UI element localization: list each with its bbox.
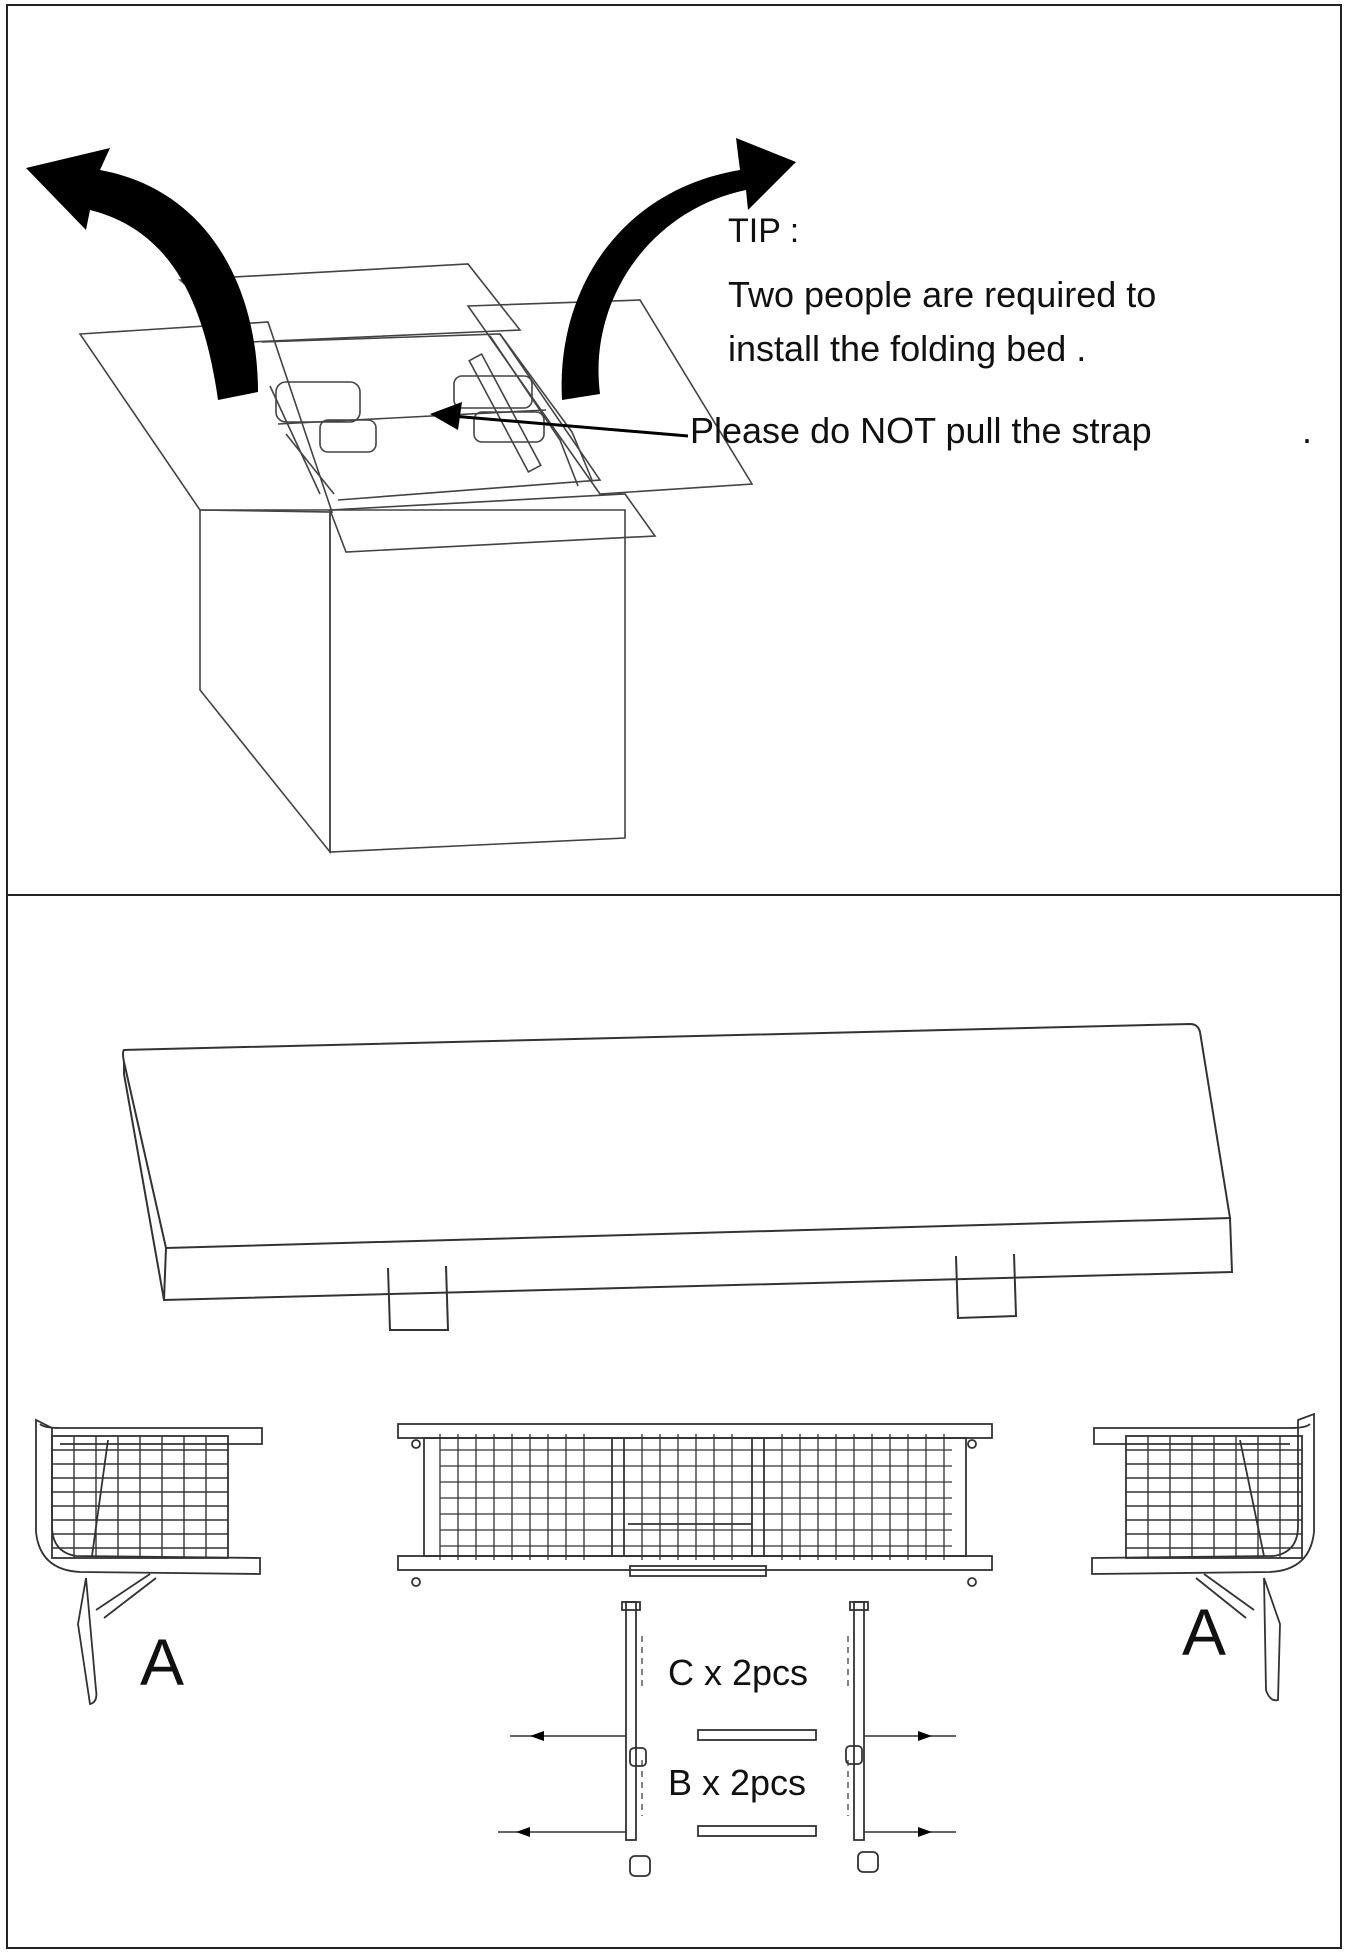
part-a-left-label: A [140,1625,185,1699]
tip-heading: TIP : [728,212,800,250]
part-b-label: B x 2pcs [668,1762,807,1803]
part-a-right-illustration [1091,1412,1315,1702]
parts-panel [6,894,1342,1949]
mattress-illustration [122,1022,1234,1331]
part-a-right-label: A [1182,1595,1227,1669]
open-flap-arrow-icon [561,138,796,400]
part-c-label: C x 2pcs [668,1652,809,1693]
tip-text-line-1: Two people are required to [728,274,1157,315]
part-a-left-illustration [35,1418,263,1706]
box-illustration [78,263,754,855]
strap-warning-period: . [1302,410,1313,451]
insert-arrow-icon [516,1731,932,1837]
tip-text-line-2: install the folding bed . [728,328,1087,369]
open-flap-arrow-icon [26,148,258,400]
center-frame-illustration [397,1423,993,1587]
pointer-arrow-icon [430,402,689,438]
legs-illustration [498,1601,956,1877]
strap-warning: Please do NOT pull the strap [690,410,1152,451]
